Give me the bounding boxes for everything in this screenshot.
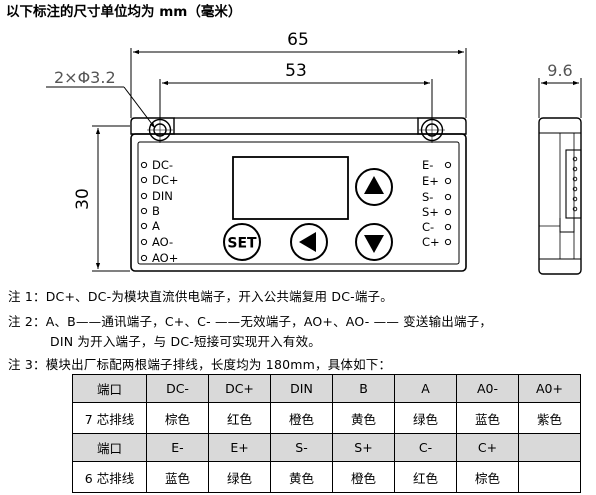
pin-hole-ao-plus [140, 254, 148, 262]
pin-hole-e-plus [444, 177, 452, 185]
table-cell: 橙色 [270, 402, 333, 434]
table-cell: 黄色 [270, 461, 333, 493]
pin-label-a: A [152, 219, 160, 233]
pin-label-e-minus: E- [422, 158, 433, 172]
display-window [232, 156, 349, 220]
set-button[interactable]: SET [223, 223, 261, 261]
module-front-view [130, 117, 467, 272]
table-cell: 红色 [208, 402, 271, 434]
set-button-label: SET [227, 236, 257, 252]
pin-label-c-plus: C+ [422, 235, 440, 249]
dim-hole-spec-leader [46, 86, 156, 129]
table-cell: 蓝色 [456, 402, 519, 434]
table-row-7pin-ports: 端口 DC- DC+ DIN B A A0- A0+ [72, 374, 581, 403]
triangle-up-icon [364, 176, 384, 194]
table-cell: S- [270, 433, 333, 462]
pin-hole-c-minus [444, 223, 452, 231]
table-cell: S+ [332, 433, 395, 462]
unit-note: 以下标注的尺寸单位均为 mm（毫米） [6, 3, 241, 20]
dim-overall-width-label: 65 [287, 30, 309, 50]
note-3: 注 3：模块出厂标配两根端子排线，长度均为 180mm，具体如下： [8, 357, 392, 372]
pin-hole-ao-minus [140, 238, 148, 246]
table-row-6pin-colors: 6 芯排线 蓝色 绿色 黄色 橙色 红色 棕色 [72, 461, 581, 493]
mounting-hole-left [147, 117, 173, 143]
pin-label-dc-plus: DC+ [152, 173, 179, 187]
left-pin-group: DC- DC+ DIN B A AO- AO+ [140, 158, 179, 265]
mounting-hole-right [419, 117, 445, 143]
pin-hole-dc-plus [140, 176, 148, 184]
table-cell [518, 433, 581, 462]
down-button[interactable] [355, 223, 393, 261]
dim-hole-pitch-label: 53 [285, 61, 307, 81]
table-cell: DIN [270, 374, 333, 403]
module-drawing: 以下标注的尺寸单位均为 mm（毫米） 65 53 30 2×Φ3.2 9.6 [6, 3, 582, 275]
note-2a: 注 2：A、B——通讯端子，C+、C- ——无效端子，AO+、AO- —— 变送… [8, 314, 493, 329]
table-cell: 橙色 [332, 461, 395, 493]
table-cell: 绿色 [208, 461, 271, 493]
table-cell: DC- [146, 374, 209, 403]
table-cell: E- [146, 433, 209, 462]
dim-depth-label: 9.6 [547, 61, 572, 80]
left-button[interactable] [290, 223, 328, 261]
table-cell: A0- [456, 374, 519, 403]
table-cell: DC+ [208, 374, 271, 403]
pin-hole-din [140, 192, 148, 200]
pin-hole-c-plus [444, 238, 452, 246]
pin-label-ao-minus: AO- [152, 235, 173, 249]
pin-label-e-plus: E+ [422, 174, 439, 188]
pin-hole-b [140, 207, 148, 215]
triangle-down-icon [364, 235, 384, 253]
dim-height-label: 30 [73, 188, 93, 210]
pin-hole-e-minus [444, 161, 452, 169]
table-row-6pin-ports: 端口 E- E+ S- S+ C- C+ [72, 433, 581, 462]
pin-label-din: DIN [152, 189, 173, 203]
pin-label-c-minus: C- [422, 220, 434, 234]
pin-label-b: B [152, 204, 160, 218]
dim-overall-width [130, 48, 467, 118]
dim-hole-pitch [159, 79, 433, 118]
pin-hole-a [140, 222, 148, 230]
pin-hole-s-plus [444, 208, 452, 216]
table-cell: 红色 [394, 461, 457, 493]
pin-hole-s-minus [444, 193, 452, 201]
table-cell: 6 芯排线 [72, 461, 147, 493]
up-button[interactable] [355, 168, 393, 206]
pin-hole-dc-minus [140, 161, 148, 169]
pin-label-ao-plus: AO+ [152, 251, 178, 265]
note-2b: DIN 为开入端子，与 DC-短接可实现开入有效。 [50, 334, 321, 349]
dim-hole-spec-label: 2×Φ3.2 [54, 68, 116, 87]
table-cell: 蓝色 [146, 461, 209, 493]
table-cell: C+ [456, 433, 519, 462]
table-cell: A [394, 374, 457, 403]
table-row-7pin-colors: 7 芯排线 棕色 红色 橙色 黄色 绿色 蓝色 紫色 [72, 402, 581, 434]
pin-label-dc-minus: DC- [152, 158, 173, 172]
pin-label-s-plus: S+ [422, 205, 439, 219]
table-cell: 绿色 [394, 402, 457, 434]
table-cell [518, 461, 581, 493]
pin-label-s-minus: S- [422, 190, 433, 204]
table-cell: 棕色 [456, 461, 519, 493]
dim-depth [538, 78, 582, 118]
table-cell: E+ [208, 433, 271, 462]
table-cell: C- [394, 433, 457, 462]
table-cell: A0+ [518, 374, 581, 403]
triangle-left-icon [299, 232, 316, 252]
table-cell: 紫色 [518, 402, 581, 434]
dim-height [92, 125, 130, 272]
table-cell: B [332, 374, 395, 403]
table-cell: 黄色 [332, 402, 395, 434]
table-cell: 端口 [72, 374, 147, 403]
table-cell: 7 芯排线 [72, 402, 147, 434]
table-cell: 棕色 [146, 402, 209, 434]
cable-color-table: 端口 DC- DC+ DIN B A A0- A0+ 7 芯排线 棕色 红色 橙… [72, 374, 581, 493]
table-cell: 端口 [72, 433, 147, 462]
right-pin-group: E- E+ S- S+ C- C+ [422, 158, 452, 249]
note-1: 注 1：DC+、DC-为模块直流供电端子，开入公共端复用 DC-端子。 [8, 289, 393, 304]
module-side-view [538, 117, 582, 275]
